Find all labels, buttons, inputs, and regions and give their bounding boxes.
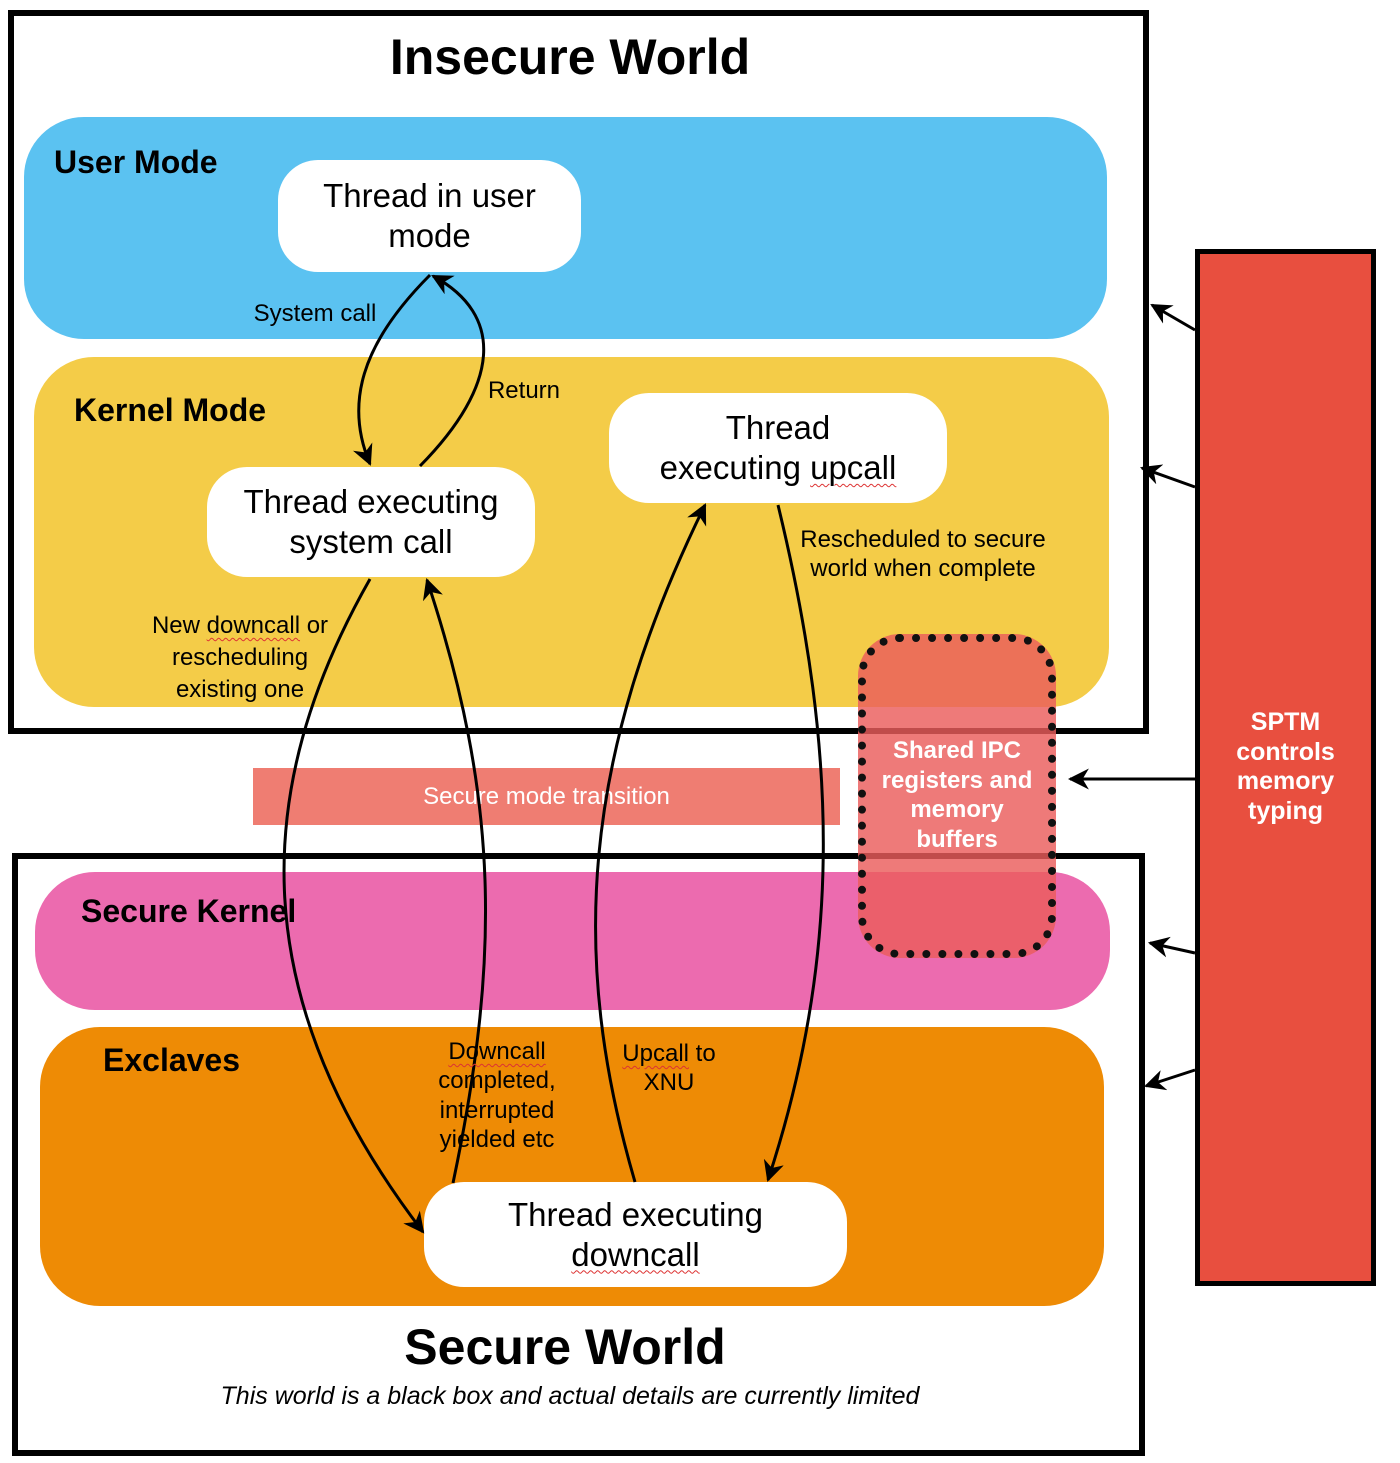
shared-ipc-label: Shared IPC registers and memory buffers: [881, 737, 1033, 853]
insecure-world-title: Insecure World: [389, 29, 751, 85]
thread-downcall-text: Thread executing downcall: [508, 1195, 763, 1273]
arrow-sptm-secure-kernel: [1147, 936, 1196, 958]
label-system-call: System call: [253, 300, 377, 327]
thread-upcall-node: Thread executing upcall: [609, 393, 947, 503]
thread-system-call-text: Thread executing system call: [243, 483, 499, 560]
arrow-sptm-user-mode: [1150, 303, 1196, 332]
label-return: Return: [487, 377, 561, 404]
thread-system-call-node: Thread executing system call: [207, 467, 535, 577]
secure-mode-transition-label: Secure mode transition: [423, 782, 670, 810]
secure-mode-transition-bar: Secure mode transition: [253, 768, 840, 825]
secure-kernel-label: Secure Kernel: [81, 893, 297, 929]
thread-upcall-text: Thread executing upcall: [659, 409, 897, 486]
thread-user-mode-node: Thread in user mode: [278, 160, 581, 272]
sptm-bar: [1195, 249, 1376, 1286]
user-mode-label: User Mode: [54, 144, 218, 180]
thread-downcall-node: Thread executing downcall: [424, 1182, 847, 1287]
secure-world-title: Secure World: [404, 1319, 726, 1375]
sptm-label: SPTM controls memory typing: [1236, 708, 1335, 825]
thread-user-mode-text: Thread in user mode: [323, 177, 536, 254]
exclaves-label: Exclaves: [103, 1042, 241, 1078]
arrow-sptm-kernel-mode: [1140, 464, 1196, 489]
arrow-sptm-exclaves: [1144, 1068, 1196, 1091]
kernel-mode-label: Kernel Mode: [74, 392, 267, 428]
secure-world-subtitle: This world is a black box and actual det…: [220, 1382, 920, 1410]
label-rescheduled: Rescheduled to secure world when complet…: [800, 526, 1046, 583]
shared-ipc-region: [858, 634, 1056, 958]
label-upcall-to-xnu: Upcall to XNU: [622, 1040, 716, 1097]
